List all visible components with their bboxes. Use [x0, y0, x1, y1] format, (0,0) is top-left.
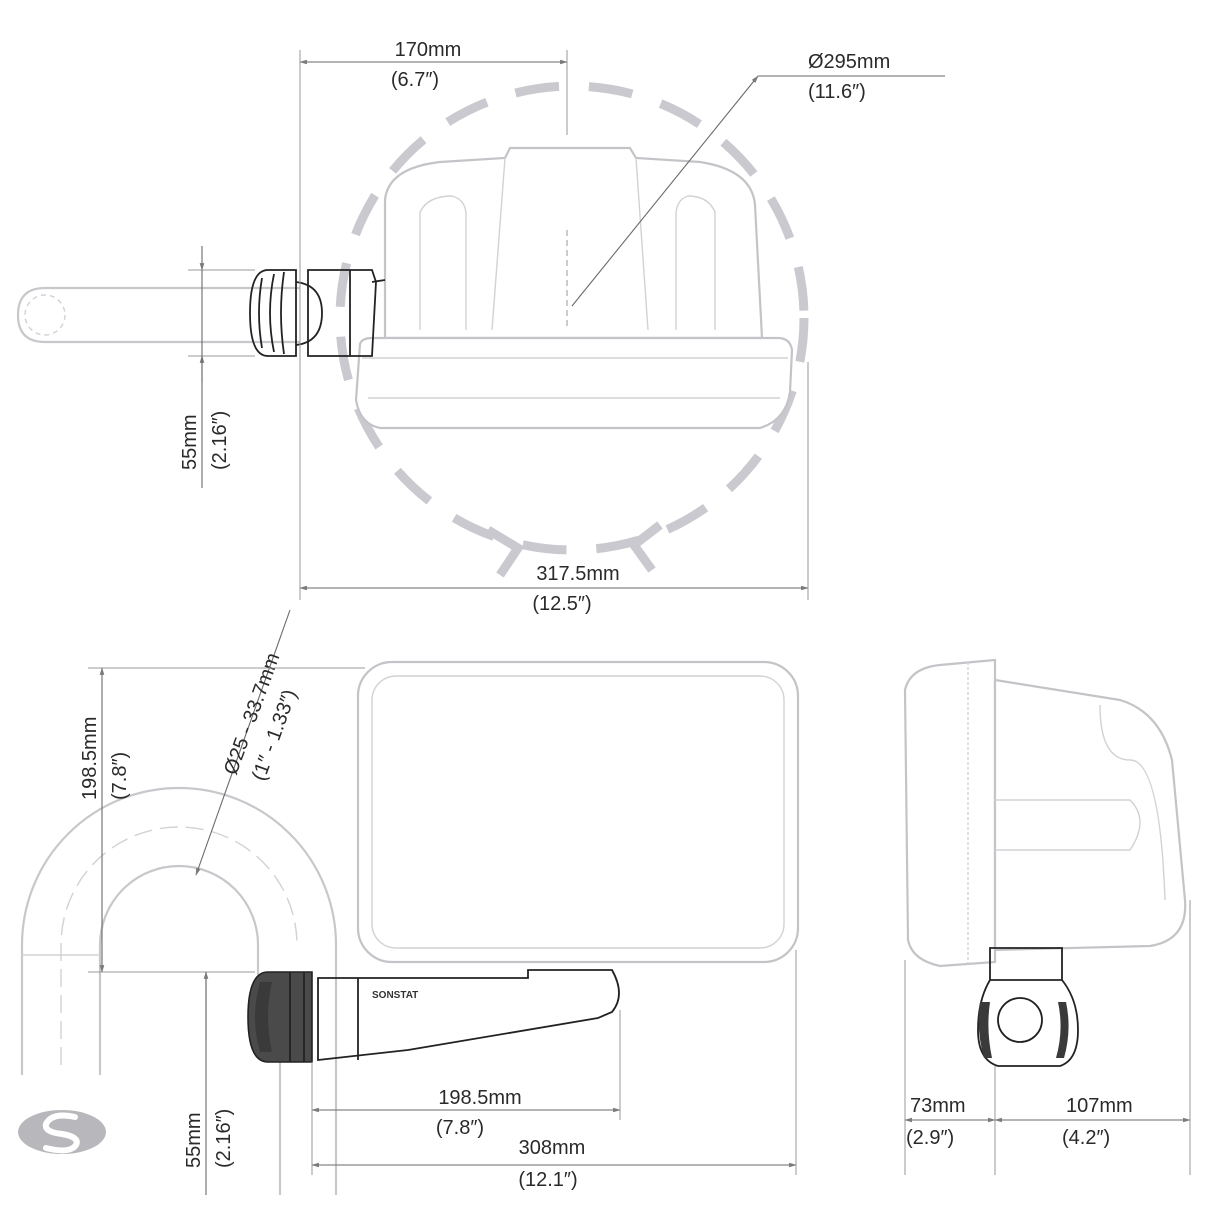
- dim-side-front-mm: 73mm: [910, 1095, 966, 1117]
- clamp-body-top: [307, 269, 377, 357]
- display-front: [356, 660, 800, 964]
- brand-text: SONSTAT: [372, 990, 418, 1001]
- dim-side-back-mm: 107mm: [1066, 1095, 1133, 1117]
- housing-rib-right: [675, 195, 716, 330]
- dim-diameter-mm: Ø295mm: [808, 51, 890, 73]
- dim-overall-width-mm: 317.5mm: [536, 563, 619, 585]
- tube-top: [45, 286, 300, 344]
- dim-overall-width-in: (12.5″): [532, 593, 591, 615]
- dim-top-width-mm: 170mm: [395, 39, 462, 61]
- housing-rib-left: [419, 195, 467, 330]
- display-bezel-top: [354, 336, 794, 430]
- top-view: 170mm (6.7″) Ø295mm (11.6″) 55mm (2.16″)…: [16, 39, 945, 615]
- side-bezel: [903, 658, 997, 968]
- dim-total-length-mm: 308mm: [519, 1137, 586, 1159]
- side-view: 73mm (2.9″) 107mm (4.2″): [903, 658, 1191, 1175]
- tube-arc-inner: [98, 864, 260, 975]
- dim-total-length-in: (12.1″): [518, 1169, 577, 1191]
- dim-top-width-in: (6.7″): [391, 69, 439, 91]
- dim-height-in: (7.8″): [109, 752, 131, 800]
- dim-diameter-in: (11.6″): [808, 81, 866, 103]
- display-housing-top: [383, 146, 764, 340]
- housing-center-ridge: [491, 157, 649, 331]
- side-mount-tube-hole: [997, 997, 1043, 1043]
- dim-arm-length-mm: 198.5mm: [438, 1087, 521, 1109]
- dim-side-back-in: (4.2″): [1062, 1127, 1110, 1149]
- dim-height-mm: 198.5mm: [79, 717, 101, 800]
- dim-top-clamp-mm: 55mm: [179, 414, 201, 470]
- dim-side-front-in: (2.9″): [906, 1127, 954, 1149]
- mount-arm: [317, 969, 620, 1062]
- clamp-knob-top: [249, 269, 297, 357]
- dim-arm-length-in: (7.8″): [436, 1117, 484, 1139]
- rotation-arrow-right: [627, 521, 663, 573]
- side-housing: [993, 678, 1187, 952]
- rotation-circle: [335, 81, 809, 555]
- front-view: SONSTAT Ø25 - 33.7mm (1″ - 1.33″) 198.5m…: [20, 609, 800, 1195]
- dim-bottom-clamp-in: (2.16″): [213, 1109, 235, 1168]
- s-logo-icon: [18, 1110, 106, 1154]
- dim-bottom-clamp-mm: 55mm: [183, 1112, 205, 1168]
- rotation-arrow-left: [485, 526, 525, 578]
- tube-arc-outer: [20, 786, 338, 1075]
- dim-top-clamp-in: (2.16″): [209, 411, 231, 470]
